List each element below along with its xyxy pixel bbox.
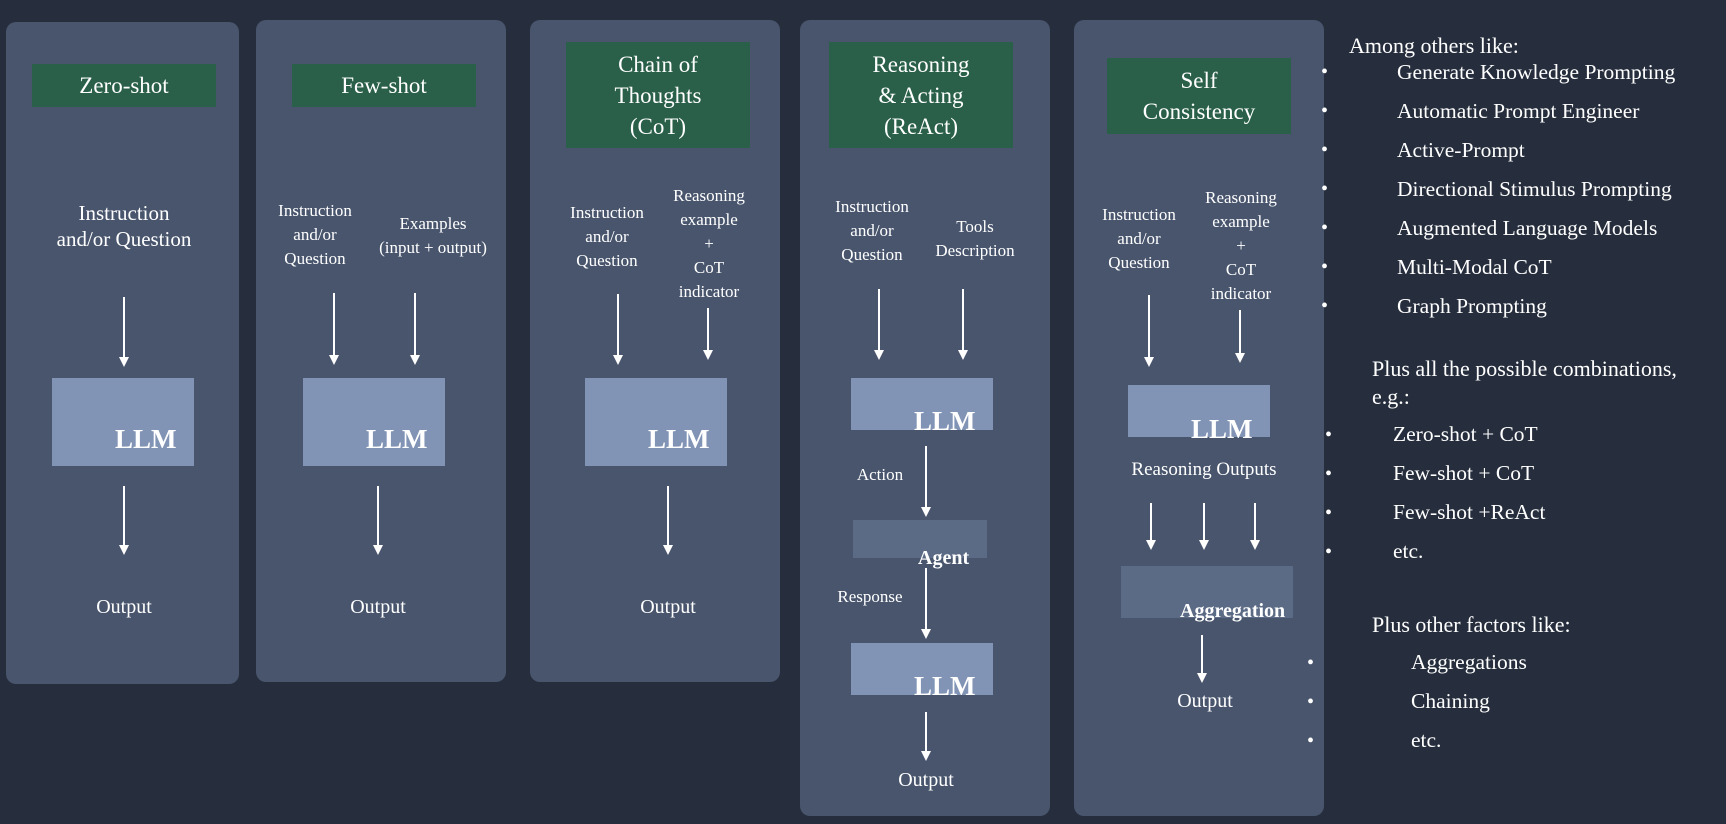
factors-item: Chaining	[1411, 689, 1490, 713]
others-item: Generate Knowledge Prompting	[1397, 60, 1676, 84]
others-bullet: •	[1321, 217, 1329, 239]
zero-shot-llm-text: LLM	[115, 424, 177, 454]
others-bullet: •	[1321, 139, 1329, 161]
combos-item: Zero-shot + CoT	[1393, 422, 1538, 446]
cot-reasoning-label: Reasoning example + CoT indicator	[673, 186, 745, 301]
combos-bullet: •	[1325, 463, 1333, 485]
factors-bullet: •	[1307, 691, 1315, 713]
combos-item: Few-shot +ReAct	[1393, 500, 1546, 524]
others-item: Directional Stimulus Prompting	[1397, 177, 1672, 201]
combos-bullet: •	[1325, 541, 1333, 563]
others-heading: Among others like:	[1349, 33, 1519, 58]
cot-llm-text: LLM	[648, 424, 710, 454]
react-llm2-box	[851, 643, 993, 695]
react-tools-label: Tools Description	[935, 217, 1015, 260]
self-consistency-title: Self Consistency	[1107, 58, 1291, 134]
few-shot-title: Few-shot	[292, 64, 476, 107]
zero-shot-title: Zero-shot	[32, 64, 216, 107]
cot-title: Chain of Thoughts (CoT)	[566, 42, 750, 148]
zero-shot-output: Output	[96, 596, 152, 618]
others-bullet: •	[1321, 61, 1329, 83]
combos-bullet: •	[1325, 502, 1333, 524]
factors-bullet: •	[1307, 652, 1315, 674]
sc-aggregation-box	[1121, 566, 1293, 618]
combos-item: Few-shot + CoT	[1393, 461, 1535, 485]
others-bullet: •	[1321, 295, 1329, 317]
cot-llm-box	[585, 378, 727, 466]
sc-llm-text: LLM	[1191, 414, 1253, 444]
others-item: Active-Prompt	[1397, 138, 1525, 162]
react-llm-text: LLM	[914, 406, 976, 436]
sc-instruction-label: Instruction and/or Question	[1102, 205, 1176, 272]
cot-instruction-label: Instruction and/or Question	[570, 203, 644, 270]
factors-item: Aggregations	[1411, 650, 1527, 674]
factors-heading: Plus other factors like:	[1372, 612, 1571, 637]
react-agent-box	[853, 520, 987, 558]
others-item: Automatic Prompt Engineer	[1397, 99, 1640, 123]
sc-reasoning-outputs-label: Reasoning Outputs	[1131, 459, 1277, 480]
zero-shot-llm-box	[52, 378, 194, 466]
react-title: Reasoning & Acting (ReAct)	[829, 42, 1013, 148]
sc-output: Output	[1177, 690, 1233, 712]
sc-aggregation-text: Aggregation	[1180, 600, 1286, 622]
others-item: Augmented Language Models	[1397, 216, 1658, 240]
few-shot-instruction-label: Instruction and/or Question	[278, 201, 352, 268]
react-agent-text: Agent	[918, 547, 970, 569]
zero-shot-panel	[6, 22, 239, 684]
cot-output: Output	[640, 596, 696, 618]
react-action-label: Action	[856, 465, 904, 484]
factors-bullet: •	[1307, 730, 1315, 752]
sc-reasoning-label: Reasoning example + CoT indicator	[1205, 188, 1277, 303]
react-llm-box	[851, 378, 993, 430]
react-output: Output	[898, 769, 954, 791]
few-shot-examples-label: Examples (input + output)	[379, 214, 487, 257]
few-shot-llm-text: LLM	[366, 424, 428, 454]
react-instruction-label: Instruction and/or Question	[835, 197, 909, 264]
others-bullet: •	[1321, 100, 1329, 122]
combos-item: etc.	[1393, 539, 1424, 563]
few-shot-panel	[256, 20, 506, 682]
factors-item: etc.	[1411, 728, 1442, 752]
others-item: Graph Prompting	[1397, 294, 1547, 318]
sc-llm-box	[1128, 385, 1270, 437]
react-response-label: Response	[837, 587, 903, 606]
others-bullet: •	[1321, 178, 1329, 200]
zero-shot-input-label: Instruction and/or Question	[56, 201, 192, 251]
others-item: Multi-Modal CoT	[1397, 255, 1552, 279]
combos-bullet: •	[1325, 424, 1333, 446]
few-shot-output: Output	[350, 596, 406, 618]
combos-heading: Plus all the possible combinations, e.g.…	[1372, 356, 1677, 409]
react-llm2-text: LLM	[914, 671, 976, 701]
few-shot-llm-box	[303, 378, 445, 466]
others-bullet: •	[1321, 256, 1329, 278]
